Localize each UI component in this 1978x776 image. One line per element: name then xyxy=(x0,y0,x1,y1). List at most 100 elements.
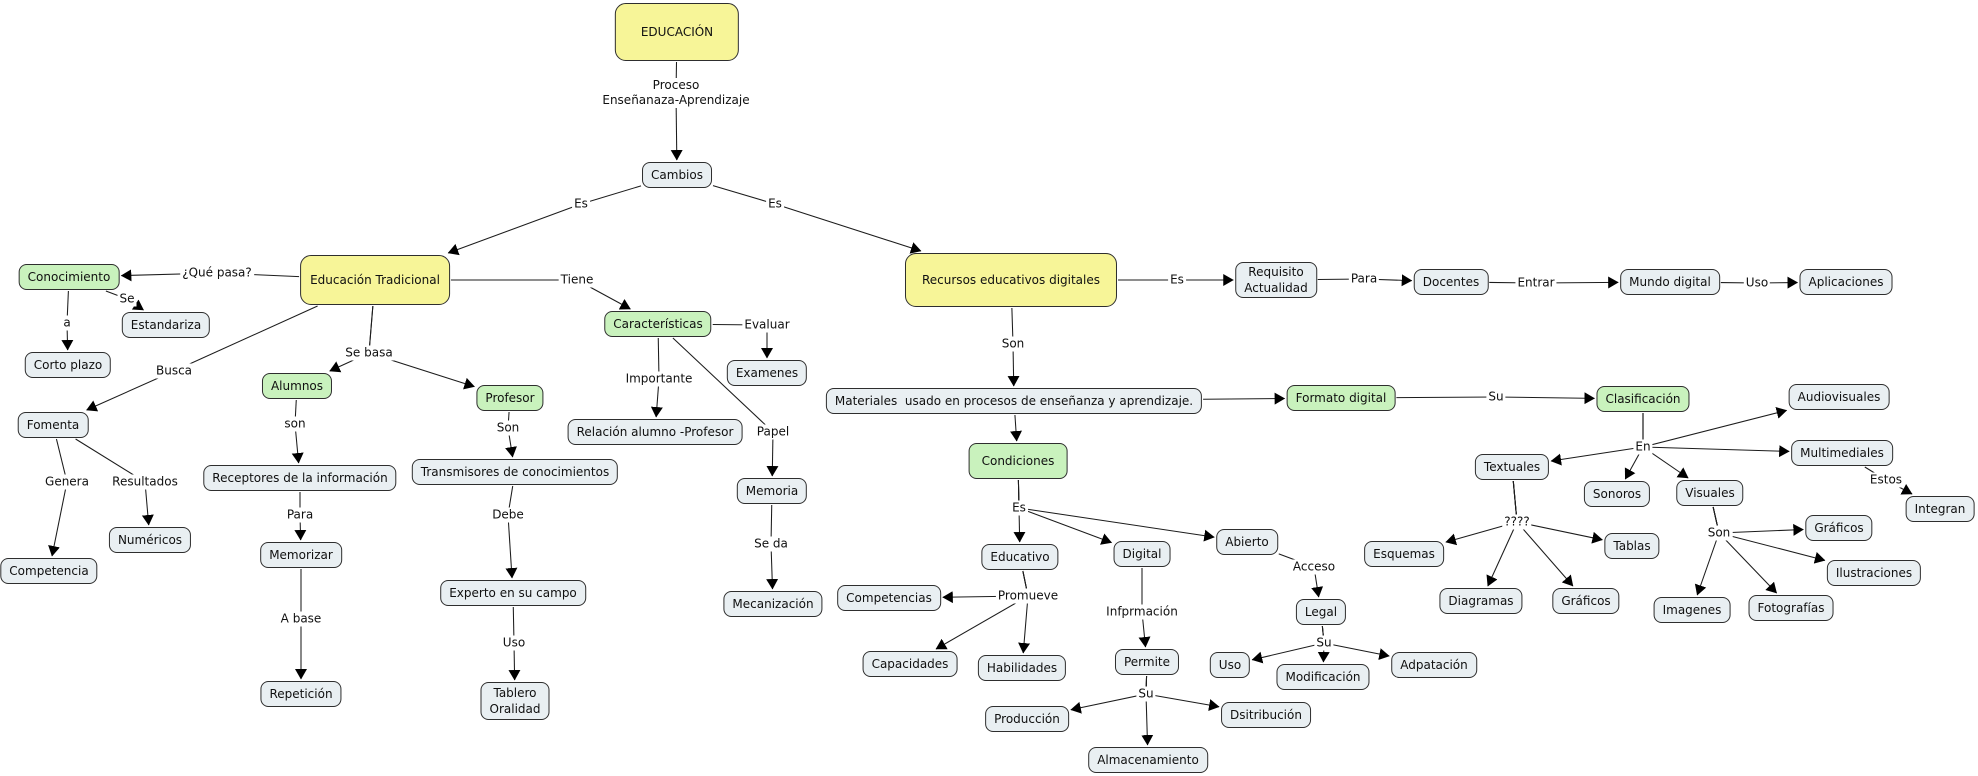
edge-formato-digital-clasificacion-stem xyxy=(1396,396,1497,399)
link-label-interrog[interactable]: ???? xyxy=(1502,514,1532,530)
concept-node-visuales[interactable]: Visuales xyxy=(1676,480,1744,506)
link-label-importante[interactable]: Importante xyxy=(623,371,695,387)
concept-node-cambios[interactable]: Cambios xyxy=(642,162,712,188)
concept-node-competencia[interactable]: Competencia xyxy=(0,558,98,584)
link-label-que-pasa[interactable]: ¿Qué pasa? xyxy=(180,265,254,281)
link-label-es-right[interactable]: Es xyxy=(766,196,784,212)
concept-node-educacion[interactable]: EDUCACIÓN xyxy=(614,3,740,61)
link-label-son-visuales[interactable]: Son xyxy=(1705,525,1733,541)
concept-node-graficos-textuales[interactable]: Gráficos xyxy=(1552,588,1620,614)
concept-node-permite[interactable]: Permite xyxy=(1114,649,1180,675)
link-label-a-base[interactable]: A base xyxy=(278,611,324,627)
concept-node-modificacion[interactable]: Modificación xyxy=(1276,664,1370,690)
concept-node-almacenamiento[interactable]: Almacenamiento xyxy=(1088,747,1208,773)
concept-node-uso-legal[interactable]: Uso xyxy=(1209,652,1251,678)
concept-node-ilustraciones[interactable]: Ilustraciones xyxy=(1826,560,1922,586)
link-label-es-left[interactable]: Es xyxy=(572,196,590,212)
link-label-debe[interactable]: Debe xyxy=(490,507,526,523)
concept-node-fotografias[interactable]: Fotografías xyxy=(1748,595,1834,621)
link-label-entrar[interactable]: Entrar xyxy=(1515,275,1557,291)
concept-node-alumnos[interactable]: Alumnos xyxy=(261,373,333,399)
concept-node-materiales[interactable]: Materiales usado en procesos de enseñanz… xyxy=(825,388,1203,414)
link-label-son-profesor[interactable]: Son xyxy=(494,420,522,436)
link-label-resultados[interactable]: Resultados xyxy=(110,474,180,490)
concept-node-multimediales[interactable]: Multimediales xyxy=(1791,440,1893,466)
link-label-estos[interactable]: Estos xyxy=(1867,472,1905,488)
concept-node-clasificacion[interactable]: Clasificación xyxy=(1596,386,1690,412)
concept-node-experto[interactable]: Experto en su campo xyxy=(440,580,586,606)
concept-node-requisito[interactable]: Requisito Actualidad xyxy=(1235,262,1317,298)
link-label-a[interactable]: a xyxy=(61,315,73,331)
concept-node-estandariza[interactable]: Estandariza xyxy=(121,312,211,338)
link-label-acceso[interactable]: Acceso xyxy=(1290,559,1338,575)
concept-node-caracteristicas[interactable]: Características xyxy=(604,311,712,337)
link-label-genera[interactable]: Genera xyxy=(43,474,91,490)
concept-node-habilidades[interactable]: Habilidades xyxy=(977,655,1067,681)
link-label-su-clasificacion[interactable]: Su xyxy=(1486,389,1506,405)
link-label-busca[interactable]: Busca xyxy=(153,363,195,379)
edge-permite-produccion xyxy=(1070,693,1147,714)
concept-node-relacion[interactable]: Relación alumno -Profesor xyxy=(567,419,743,445)
concept-node-competencias[interactable]: Competencias xyxy=(837,585,941,611)
concept-node-fomenta[interactable]: Fomenta xyxy=(17,412,89,438)
link-label-uso-aplicaciones[interactable]: Uso xyxy=(1743,275,1771,291)
link-label-se-da[interactable]: Se da xyxy=(752,536,790,552)
concept-node-docentes[interactable]: Docentes xyxy=(1413,269,1489,295)
link-label-uso-tablero[interactable]: Uso xyxy=(500,635,528,651)
link-label-es-requisito[interactable]: Es xyxy=(1168,272,1186,288)
link-label-se-basa[interactable]: Se basa xyxy=(343,345,395,361)
concept-node-aplicaciones[interactable]: Aplicaciones xyxy=(1799,269,1893,295)
link-label-son-materiales[interactable]: Son xyxy=(999,336,1027,352)
link-label-en[interactable]: En xyxy=(1633,439,1653,455)
concept-node-mecanizacion[interactable]: Mecanización xyxy=(723,591,823,617)
concept-node-audiovisuales[interactable]: Audiovisuales xyxy=(1788,384,1890,410)
concept-node-abierto[interactable]: Abierto xyxy=(1216,529,1278,555)
concept-node-textuales[interactable]: Textuales xyxy=(1474,454,1550,480)
concept-node-numericos[interactable]: Numéricos xyxy=(108,527,192,553)
link-label-es-condiciones[interactable]: Es xyxy=(1010,500,1028,516)
concept-node-conocimiento[interactable]: Conocimiento xyxy=(18,264,120,290)
link-label-promueve[interactable]: Promueve xyxy=(995,588,1061,604)
link-label-proceso[interactable]: Proceso Enseñanaza-Aprendizaje xyxy=(600,78,752,108)
concept-node-tablero[interactable]: Tablero Oralidad xyxy=(480,682,550,720)
concept-node-capacidades[interactable]: Capacidades xyxy=(862,651,958,677)
concept-node-repeticion[interactable]: Repetición xyxy=(260,681,342,707)
concept-node-adpatacion[interactable]: Adpatación xyxy=(1391,652,1477,678)
link-label-para-docentes[interactable]: Para xyxy=(1348,271,1380,287)
concept-node-imagenes[interactable]: Imagenes xyxy=(1653,597,1731,623)
concept-node-graficos-visuales[interactable]: Gráficos xyxy=(1805,515,1873,541)
concept-node-tablas[interactable]: Tablas xyxy=(1604,533,1660,559)
concept-node-educacion-tradicional[interactable]: Educación Tradicional xyxy=(300,255,450,305)
link-label-para-memorizar[interactable]: Para xyxy=(284,507,316,523)
concept-node-recursos[interactable]: Recursos educativos digitales xyxy=(904,253,1118,307)
concept-node-dsitribucion[interactable]: Dsitribución xyxy=(1221,702,1311,728)
concept-node-esquemas[interactable]: Esquemas xyxy=(1364,541,1444,567)
concept-node-digital[interactable]: Digital xyxy=(1113,541,1171,567)
concept-node-legal[interactable]: Legal xyxy=(1295,599,1347,625)
edge-visuales-imagenes xyxy=(1694,532,1720,596)
link-label-su-legal[interactable]: Su xyxy=(1314,635,1334,651)
concept-node-memorizar[interactable]: Memorizar xyxy=(260,542,342,568)
concept-node-examenes[interactable]: Examenes xyxy=(726,360,808,386)
concept-node-corto-plazo[interactable]: Corto plazo xyxy=(24,352,112,378)
concept-node-diagramas[interactable]: Diagramas xyxy=(1439,588,1523,614)
concept-node-educativo[interactable]: Educativo xyxy=(981,544,1059,570)
link-label-informacion[interactable]: Infprmación xyxy=(1104,604,1180,620)
concept-node-profesor[interactable]: Profesor xyxy=(476,385,544,411)
concept-node-memoria[interactable]: Memoria xyxy=(736,478,808,504)
concept-node-condiciones[interactable]: Condiciones xyxy=(968,443,1068,479)
concept-node-sonoros[interactable]: Sonoros xyxy=(1583,481,1651,507)
concept-node-produccion[interactable]: Producción xyxy=(985,706,1069,732)
concept-node-receptores[interactable]: Receptores de la información xyxy=(203,465,397,491)
link-label-se[interactable]: Se xyxy=(117,291,137,307)
link-label-son-alumnos[interactable]: son xyxy=(282,416,308,432)
link-label-evaluar[interactable]: Evaluar xyxy=(742,317,792,333)
concept-node-transmisores[interactable]: Transmisores de conocimientos xyxy=(411,459,619,485)
link-label-su-permite[interactable]: Su xyxy=(1136,686,1156,702)
concept-node-mundo-digital[interactable]: Mundo digital xyxy=(1620,269,1720,295)
link-label-tiene[interactable]: Tiene xyxy=(558,272,596,288)
link-label-papel[interactable]: Papel xyxy=(754,424,792,440)
concept-node-formato-digital[interactable]: Formato digital xyxy=(1286,385,1396,411)
concept-node-integran[interactable]: Integran xyxy=(1905,496,1975,522)
